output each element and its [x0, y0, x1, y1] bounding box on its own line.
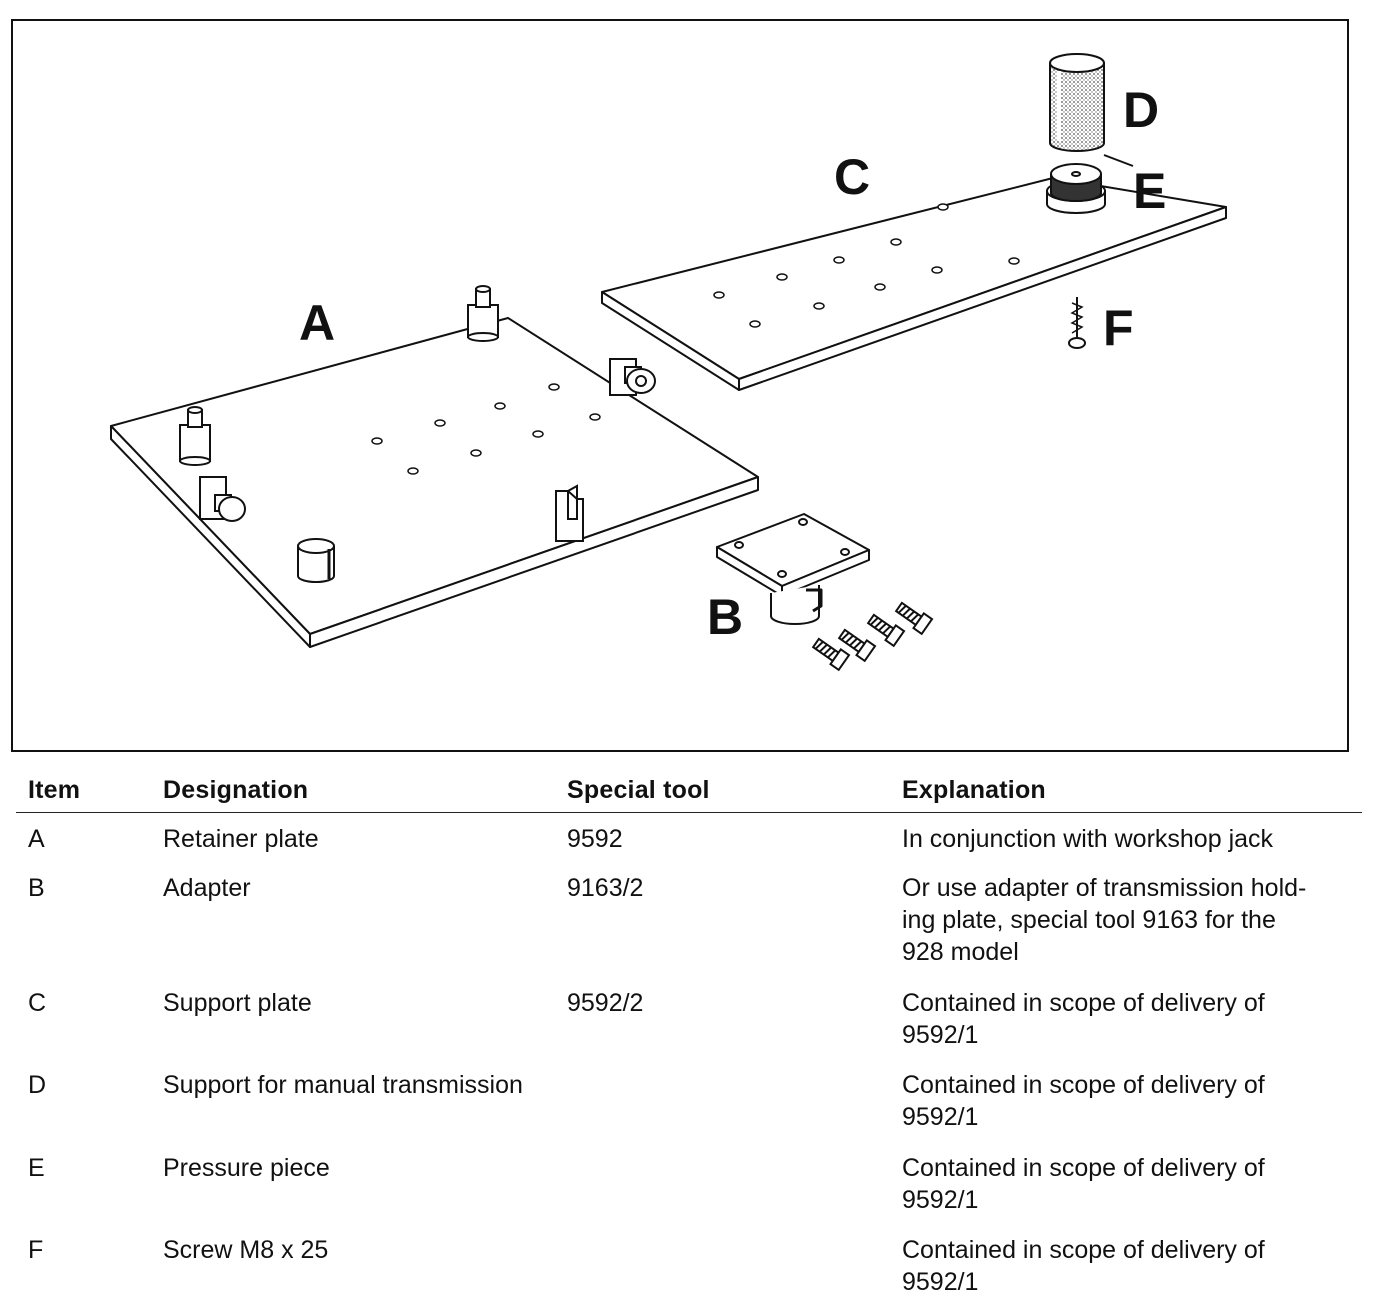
item-cell: E — [28, 1154, 45, 1182]
explanation-cell: Or use adapter of transmission hold- ing… — [902, 874, 1307, 966]
callout-a: A — [299, 295, 335, 351]
adapter-b — [716, 513, 870, 625]
support-cylinder-d — [1049, 53, 1105, 152]
item-cell: A — [28, 825, 45, 853]
item-cell: B — [28, 874, 45, 902]
special-tool-cell: 9163/2 — [567, 874, 644, 902]
tool-illustration: A B C D E F — [11, 19, 1349, 752]
designation-cell: Retainer plate — [163, 825, 319, 853]
designation-cell: Support for manual transmission — [163, 1071, 523, 1099]
retainer-plate-a — [110, 317, 759, 648]
designation-cell: Screw M8 x 25 — [163, 1236, 329, 1264]
screw-f — [1068, 297, 1086, 349]
special-tool-cell: 9592/2 — [567, 989, 644, 1017]
designation-cell: Support plate — [163, 989, 312, 1017]
explanation-cell: Contained in scope of delivery of 9592/1 — [902, 1154, 1265, 1214]
explanation-cell: Contained in scope of delivery of 9592/1 — [902, 989, 1265, 1049]
special-tools-table: Item Designation Special tool Explanatio… — [16, 768, 1362, 1296]
callout-c: C — [834, 149, 870, 205]
explanation-cell: In conjunction with workshop jack — [902, 825, 1274, 853]
callout-f: F — [1103, 300, 1134, 356]
callout-e: E — [1133, 163, 1166, 219]
adapter-bolts — [811, 601, 934, 672]
retainer-plate-holes — [371, 383, 601, 475]
support-plate-c — [601, 177, 1227, 391]
callout-d: D — [1123, 82, 1159, 138]
header-item: Item — [28, 776, 81, 804]
explanation-cell: Contained in scope of delivery of 9592/1 — [902, 1236, 1265, 1296]
designation-cell: Pressure piece — [163, 1154, 330, 1182]
support-plate-holes — [713, 203, 1020, 328]
header-explanation: Explanation — [902, 776, 1046, 804]
callout-leader-line — [1103, 154, 1134, 167]
pressure-piece-e — [1046, 163, 1106, 214]
exploded-view-drawing: A B C D E F — [110, 53, 1227, 672]
designation-cell: Adapter — [163, 874, 251, 902]
plate-a-fixtures — [179, 285, 656, 583]
special-tool-cell: 9592 — [567, 825, 623, 853]
callout-b: B — [707, 589, 743, 645]
explanation-cell: Contained in scope of delivery of 9592/1 — [902, 1071, 1265, 1131]
item-cell: D — [28, 1071, 47, 1099]
item-cell: F — [28, 1236, 44, 1264]
table-header: Item Designation Special tool Explanatio… — [16, 768, 1362, 813]
item-cell: C — [28, 989, 47, 1017]
header-special-tool: Special tool — [567, 776, 710, 804]
header-designation: Designation — [163, 776, 309, 804]
